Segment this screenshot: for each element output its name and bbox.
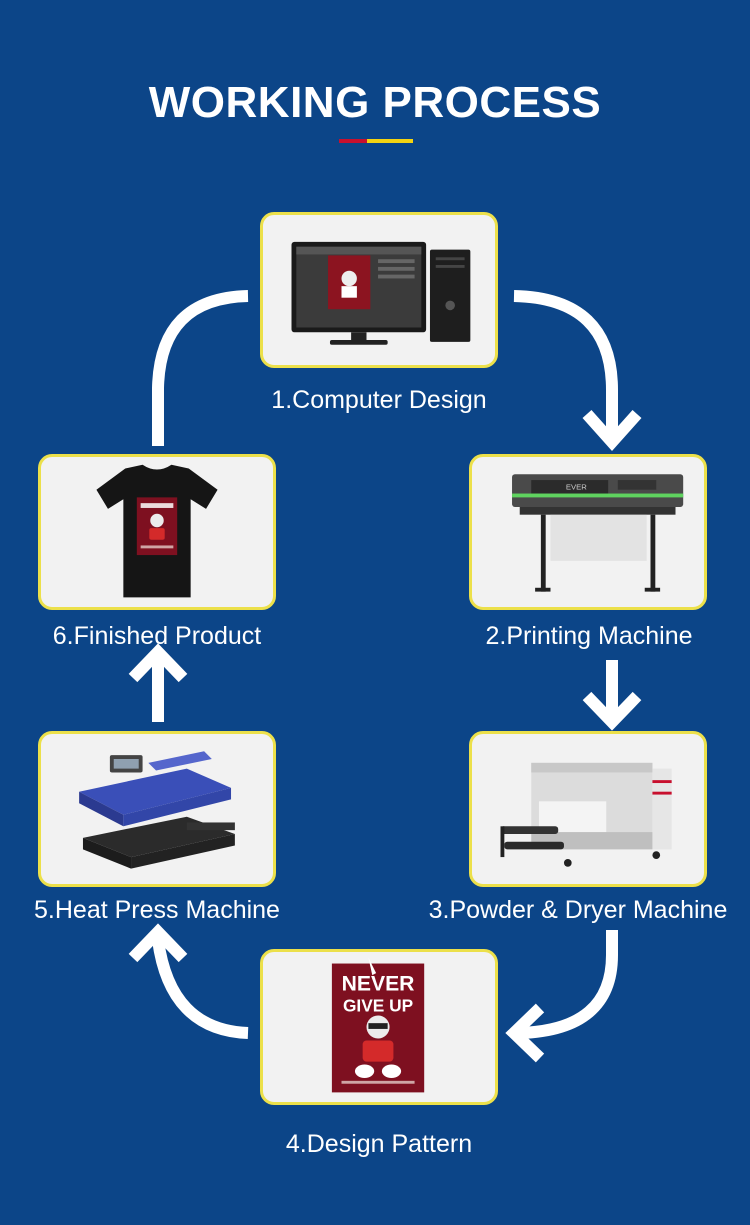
- svg-text:EVER: EVER: [566, 483, 587, 492]
- heat-press-image: [79, 751, 235, 869]
- arrow-3-to-4: [519, 930, 618, 1039]
- step-card-heat-press: [38, 731, 276, 887]
- arrow-head-2-3: [582, 691, 642, 731]
- step-card-finished-product: [38, 454, 276, 610]
- step-card-computer-design: [260, 212, 498, 368]
- arrow-head-1-2: [582, 410, 642, 452]
- step-card-powder-dryer: [469, 731, 707, 887]
- title-underline-yellow: [367, 139, 413, 143]
- step-label-powder-dryer: 3.Powder & Dryer Machine: [428, 896, 728, 924]
- tshirt-image: [96, 464, 218, 598]
- step-card-printing-machine: EVER: [469, 454, 707, 610]
- design-text-line1: NEVER: [342, 972, 415, 995]
- design-pattern-image: NEVER GIVE UP: [331, 957, 425, 1093]
- printer-machine-image: EVER: [512, 474, 684, 592]
- step-label-design-pattern: 4.Design Pattern: [285, 1130, 473, 1158]
- page-title: WORKING PROCESS: [148, 78, 602, 127]
- arrow-1-to-2: [513, 290, 618, 436]
- arrow-4-to-5: [152, 939, 249, 1039]
- step-label-printing-machine: 2.Printing Machine: [485, 622, 693, 650]
- arrow-6-to-1: [152, 290, 249, 446]
- arrow-head-4-5: [128, 923, 188, 963]
- powder-dryer-image: [500, 762, 672, 867]
- step-label-computer-design: 1.Computer Design: [271, 386, 487, 414]
- arrow-head-3-4: [505, 1003, 545, 1063]
- design-text-line2: GIVE UP: [343, 996, 413, 1016]
- step-card-design-pattern: NEVER GIVE UP: [260, 949, 498, 1105]
- arrow-head-5-6: [128, 643, 188, 683]
- step-label-finished-product: 6.Finished Product: [52, 622, 262, 650]
- step-label-heat-press: 5.Heat Press Machine: [34, 896, 280, 924]
- title-underline-red: [339, 139, 367, 143]
- computer-design-image: [291, 241, 471, 345]
